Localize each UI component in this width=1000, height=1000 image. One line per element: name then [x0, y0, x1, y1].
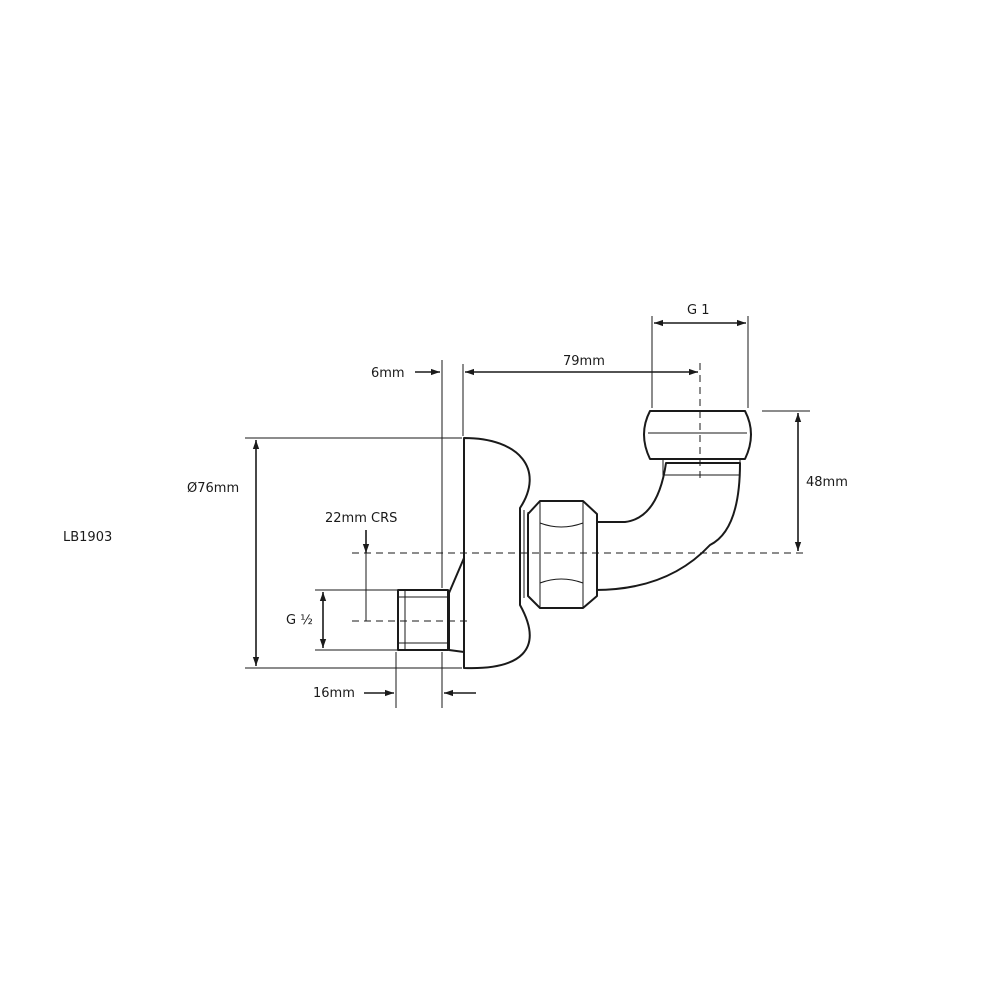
outlet-thread-label: G 1 [687, 303, 709, 318]
centres-label: 22mm CRS [325, 511, 397, 526]
plate-thickness-label: 6mm [371, 366, 405, 381]
projection-label: 79mm [563, 354, 605, 369]
height-label: 48mm [806, 475, 848, 490]
centre-lines [352, 363, 808, 622]
main-hex-nut [527, 500, 598, 609]
face-diameter-label: Ø76mm [187, 481, 239, 496]
top-hex-nut [643, 410, 752, 460]
fitting-body [397, 410, 752, 670]
eccentric-boss [448, 557, 465, 653]
inlet-length-label: 16mm [313, 686, 355, 701]
inlet-thread-label: G ½ [286, 613, 313, 628]
threaded-inlet [397, 589, 449, 651]
dimension-lines [245, 316, 810, 708]
dimension-labels: LB1903 Ø76mm 22mm CRS G ½ 16mm 6mm 79mm … [63, 303, 848, 701]
elbow-pipe [594, 462, 741, 591]
product-code-label: LB1903 [63, 530, 112, 545]
